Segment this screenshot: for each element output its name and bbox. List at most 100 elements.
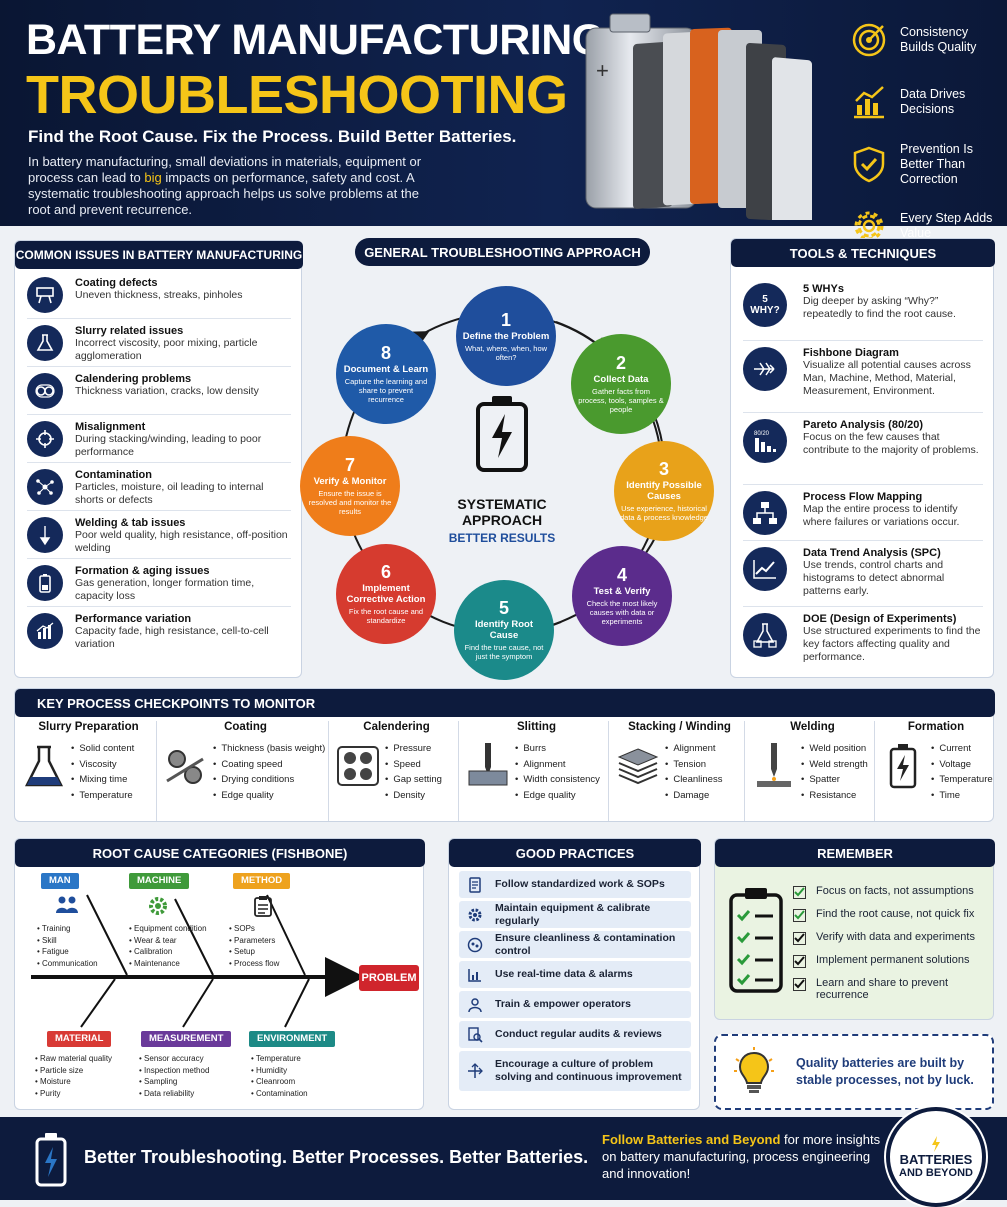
audit-icon [468,1026,483,1043]
stack-icon [617,748,659,785]
coater-icon [166,750,204,784]
tagline: Find the Root Cause. Fix the Process. Bu… [28,127,517,146]
gear-icon [149,897,167,915]
remember-title: REMEMBER [715,839,995,867]
approach-title: GENERAL TROUBLESHOOTING APPROACH [355,238,650,266]
experiment-icon [743,613,787,657]
bar-chart-icon [27,613,63,649]
checkpoint-welding: Welding Weld positionWeld strengthSpatte… [751,721,875,821]
check-icon [793,886,806,899]
principle-item: Data Drives Decisions [850,76,1000,128]
category-machine: MACHINE [129,873,190,889]
follow-text: Follow Batteries and Beyond for more ins… [602,1132,881,1181]
practices-panel: GOOD PRACTICES Follow standardized work … [448,838,701,1110]
quote-box: Quality batteries are built by stable pr… [714,1034,994,1110]
chart-icon [854,86,884,119]
brand-logo: BATTERIES AND BEYOND [886,1107,986,1207]
list-item: Implement permanent solutions [793,954,989,968]
category-measurement: MEASUREMENT [141,1031,232,1047]
svg-text:+: + [596,58,609,83]
quote-text: Quality batteries are built by stable pr… [796,1056,974,1087]
flow-map-icon [743,491,787,535]
gear-icon [468,908,482,921]
category-environment: ENVIRONMENT [249,1031,336,1047]
fishbone-title: ROOT CAUSE CATEGORIES (FISHBONE) [15,839,425,867]
particles-icon [27,469,63,505]
man-causes: TrainingSkillFatigueCommunication [37,923,98,969]
svg-text:80/20: 80/20 [754,431,770,437]
category-material: MATERIAL [47,1031,112,1047]
practices-list: Follow standardized work & SOPs Maintain… [449,871,701,1094]
trend-chart-icon [743,547,787,591]
title-line2: TROUBLESHOOTING [26,65,568,125]
operator-icon [468,997,482,1012]
principles-list: Consistency Builds Quality Data Drives D… [850,14,1000,262]
welder-icon [757,743,791,787]
battery-bolt-icon [35,1133,67,1187]
list-item: Encourage a culture of problem solving a… [459,1051,691,1091]
check-icon [793,978,806,991]
alarm-chart-icon [468,968,481,982]
remember-panel: REMEMBER Focus on facts, not assumptions… [714,838,995,1020]
intro-text: In battery manufacturing, small deviatio… [28,154,422,217]
list-item: Follow standardized work & SOPs [459,871,691,898]
measurement-causes: Sensor accuracyInspection methodSampling… [139,1053,209,1099]
logo-bolt-icon [932,1135,940,1152]
checkpoints-title: KEY PROCESS CHECKPOINTS TO MONITOR [15,689,995,717]
list-item: Data Trend Analysis (SPC)Use trends, con… [743,541,983,607]
calender-icon [337,746,379,786]
check-icon [793,955,806,968]
list-item: Find the root cause, not quick fix [793,908,989,922]
checkpoint-stacking: Stacking / Winding AlignmentTensionClean… [615,721,745,821]
material-causes: Raw material qualityParticle sizeMoistur… [35,1053,112,1099]
slitter-icon [468,743,508,786]
charge-icon [889,744,917,789]
document-icon [469,876,481,893]
header-banner: BATTERY MANUFACTURING TROUBLESHOOTING Fi… [0,0,1007,241]
practices-title: GOOD PRACTICES [449,839,701,867]
category-method: METHOD [233,873,291,889]
list-item: Learn and share to prevent recurrence [793,977,989,1001]
footer-slogan: Better Troubleshooting. Better Processes… [84,1147,589,1167]
list-item: Focus on facts, not assumptions [793,885,989,899]
crosshair-icon [27,421,63,457]
center-text: SYSTEMATIC APPROACH BETTER RESULTS [448,496,556,545]
checkpoint-slurry: Slurry Preparation Solid contentViscosit… [21,721,157,821]
machine-causes: Equipment conditionWear & tearCalibratio… [129,923,207,969]
coating-icon [27,277,63,313]
check-icon [793,932,806,945]
title-line1: BATTERY MANUFACTURING [26,16,605,64]
fishbone-icon [743,347,787,391]
lightbulb-icon [734,1047,774,1093]
checklist-icon [729,888,783,993]
list-item: DOE (Design of Experiments)Use structure… [743,607,983,671]
battery-icon [27,565,63,601]
footer: Better Troubleshooting. Better Processes… [0,1107,1007,1207]
list-item: Verify with data and experiments [793,931,989,945]
five-whys-icon: 5 WHY? [743,283,787,327]
category-man: MAN [41,873,79,889]
checkpoint-slitting: Slitting BurrsAlignmentWidth consistency… [465,721,609,821]
problem-box: PROBLEM [359,965,419,991]
remember-list: Focus on facts, not assumptions Find the… [793,885,989,1010]
principle-item: Every Step Adds Value [850,200,1000,252]
list-item: Train & empower operators [459,991,691,1018]
